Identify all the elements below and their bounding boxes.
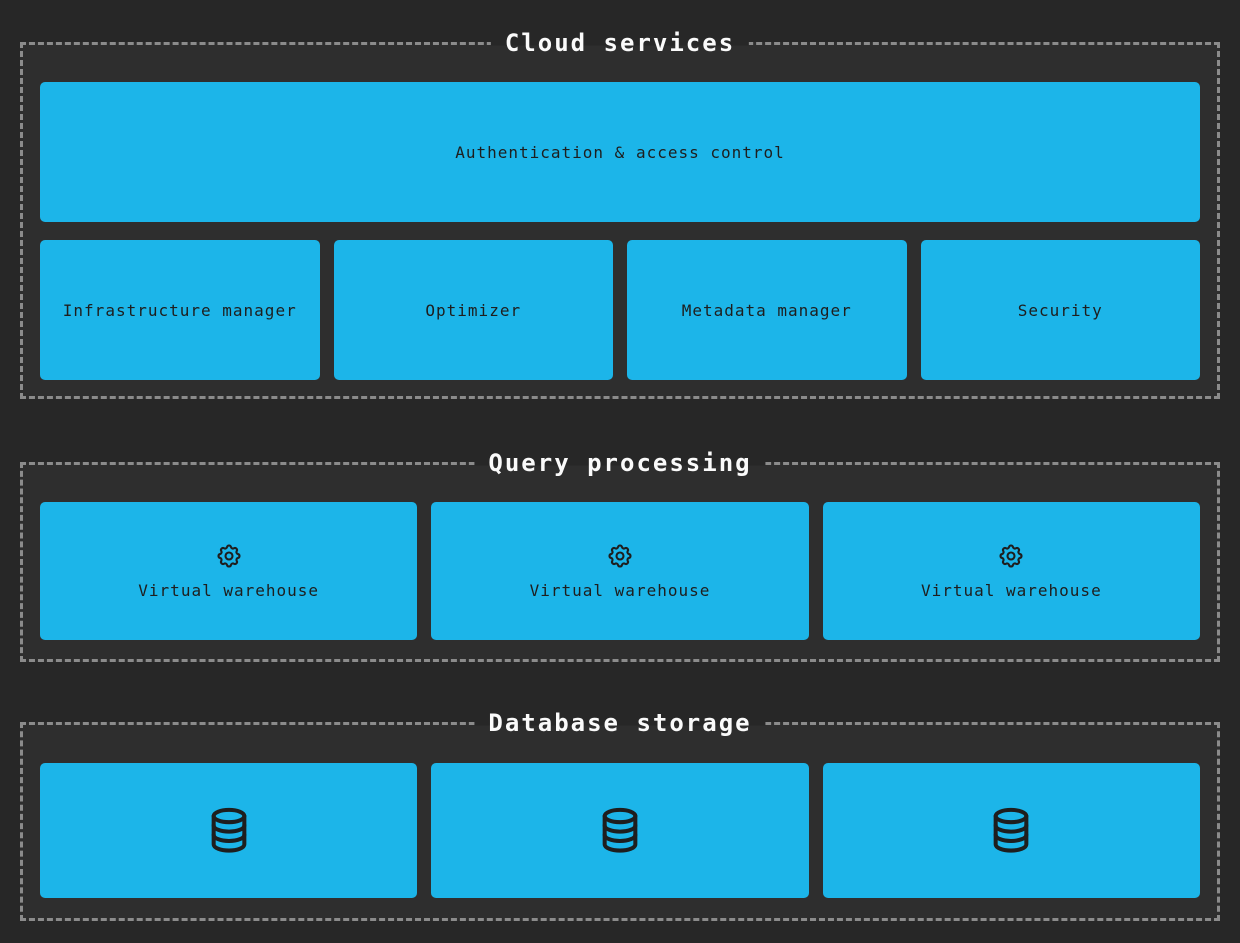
box-label: Infrastructure manager bbox=[62, 300, 297, 320]
gear-icon bbox=[999, 544, 1023, 568]
virtual-warehouse-box: Virtual warehouse bbox=[822, 502, 1200, 640]
security-box: Security bbox=[920, 240, 1200, 380]
section-database-storage: Database storage bbox=[20, 708, 1220, 921]
box-label: Virtual warehouse bbox=[138, 581, 320, 600]
database-box bbox=[40, 763, 418, 898]
section-title-database-storage: Database storage bbox=[474, 708, 766, 738]
gear-icon bbox=[217, 544, 241, 568]
cloud-services-row: Infrastructure manager Optimizer Metadat… bbox=[40, 240, 1200, 380]
database-icon bbox=[602, 807, 638, 853]
database-box bbox=[431, 763, 809, 898]
virtual-warehouse-box: Virtual warehouse bbox=[431, 502, 809, 640]
virtual-warehouse-box: Virtual warehouse bbox=[40, 502, 418, 640]
metadata-manager-box: Metadata manager bbox=[627, 240, 907, 380]
infrastructure-manager-box: Infrastructure manager bbox=[40, 240, 320, 380]
section-title-cloud-services: Cloud services bbox=[490, 28, 750, 58]
database-box bbox=[822, 763, 1200, 898]
authentication-access-control-box: Authentication & access control bbox=[40, 82, 1200, 222]
section-title-query-processing: Query processing bbox=[474, 448, 766, 478]
database-icon bbox=[993, 807, 1029, 853]
box-label: Security bbox=[1017, 300, 1103, 320]
box-label: Metadata manager bbox=[681, 300, 852, 320]
box-label: Authentication & access control bbox=[455, 142, 785, 162]
optimizer-box: Optimizer bbox=[333, 240, 613, 380]
gear-icon bbox=[608, 544, 632, 568]
database-icon bbox=[211, 807, 247, 853]
box-label: Virtual warehouse bbox=[529, 581, 711, 600]
box-label: Optimizer bbox=[425, 300, 522, 320]
database-storage-row bbox=[40, 763, 1200, 898]
section-cloud-services: Cloud services Authentication & access c… bbox=[20, 28, 1220, 399]
section-query-processing: Query processing Virtual warehouse Virtu… bbox=[20, 448, 1220, 662]
query-processing-row: Virtual warehouse Virtual warehouse Virt… bbox=[40, 502, 1200, 640]
box-label: Virtual warehouse bbox=[920, 581, 1102, 600]
